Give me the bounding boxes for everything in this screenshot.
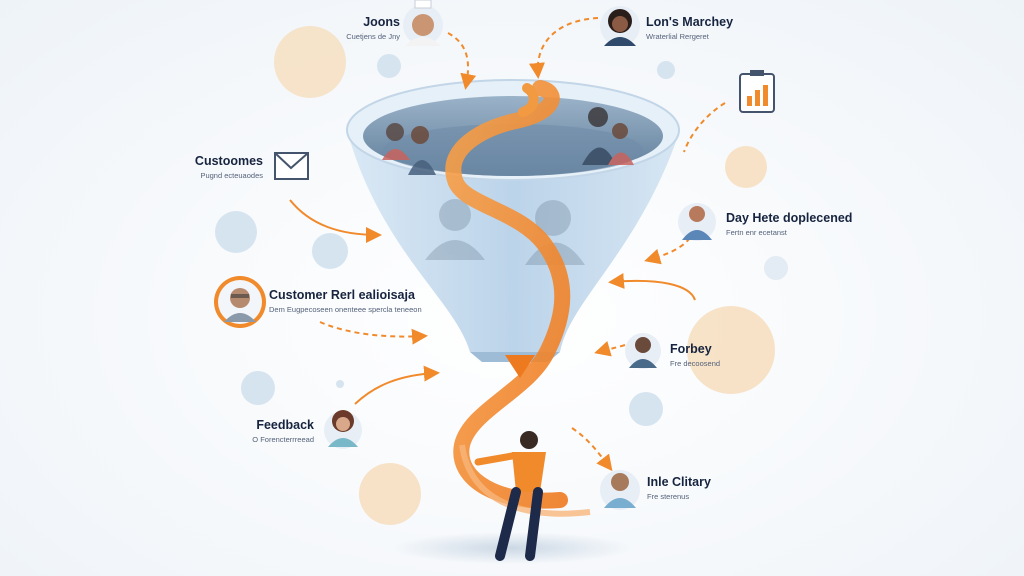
label-subtitle: Wraterlial Rergeret bbox=[646, 32, 709, 41]
label-lons-marchey: Lon's Marchey Wraterlial Rergeret bbox=[646, 15, 733, 41]
decorative-circles bbox=[215, 26, 788, 525]
label-feedback: Feedback O Forencterrreead bbox=[234, 418, 314, 444]
label-subtitle: O Forencterrreead bbox=[252, 435, 314, 444]
label-subtitle: Fertn enr ecetanst bbox=[726, 228, 787, 237]
avatar-inle-clitary bbox=[600, 470, 640, 510]
label-title: Customer Rerl ealioisaja bbox=[269, 288, 415, 302]
label-day-hete: Day Hete doplecened Fertn enr ecetanst bbox=[726, 211, 852, 237]
avatar-forbey bbox=[625, 333, 661, 369]
avatar-joons bbox=[403, 0, 443, 46]
avatar-day-hete bbox=[678, 203, 716, 241]
label-title: Joons bbox=[363, 15, 400, 29]
flow-arrows bbox=[289, 17, 726, 472]
funnel bbox=[346, 79, 680, 362]
orange-ribbon bbox=[445, 80, 591, 517]
person-figure bbox=[474, 431, 546, 561]
label-customoes: Custoomes Pugnd ecteuaodes bbox=[183, 154, 263, 180]
label-subtitle: Cuetjens de Jny bbox=[346, 32, 400, 41]
label-joons: Joons Cuetjens de Jny bbox=[320, 15, 400, 41]
label-forbey: Forbey Fre decoosend bbox=[670, 342, 720, 368]
clipboard-chart-icon bbox=[739, 70, 775, 113]
label-inle-clitary: Inle Clitary Fre sterenus bbox=[647, 475, 711, 501]
avatar-feedback bbox=[324, 410, 362, 449]
label-subtitle: Dem Eugpecoseen onenteee spercla teneeon bbox=[269, 305, 422, 314]
label-title: Feedback bbox=[256, 418, 314, 432]
label-subtitle: Fre decoosend bbox=[670, 359, 721, 368]
avatar-lons-marchey bbox=[600, 6, 640, 46]
avatar-customer-ref bbox=[214, 276, 266, 328]
label-subtitle: Pugnd ecteuaodes bbox=[200, 171, 263, 180]
label-title: Custoomes bbox=[194, 154, 263, 168]
label-customer-ref: Customer Rerl ealioisaja Dem Eugpecoseen… bbox=[269, 288, 422, 314]
label-subtitle: Fre sterenus bbox=[647, 492, 690, 501]
label-title: Day Hete doplecened bbox=[726, 211, 853, 225]
people-in-funnel bbox=[382, 107, 634, 175]
envelope-icon bbox=[274, 152, 309, 180]
label-title: Lon's Marchey bbox=[646, 15, 734, 29]
floor-shadow bbox=[392, 532, 632, 564]
label-title: Forbey bbox=[670, 342, 712, 356]
label-title: Inle Clitary bbox=[647, 475, 711, 489]
